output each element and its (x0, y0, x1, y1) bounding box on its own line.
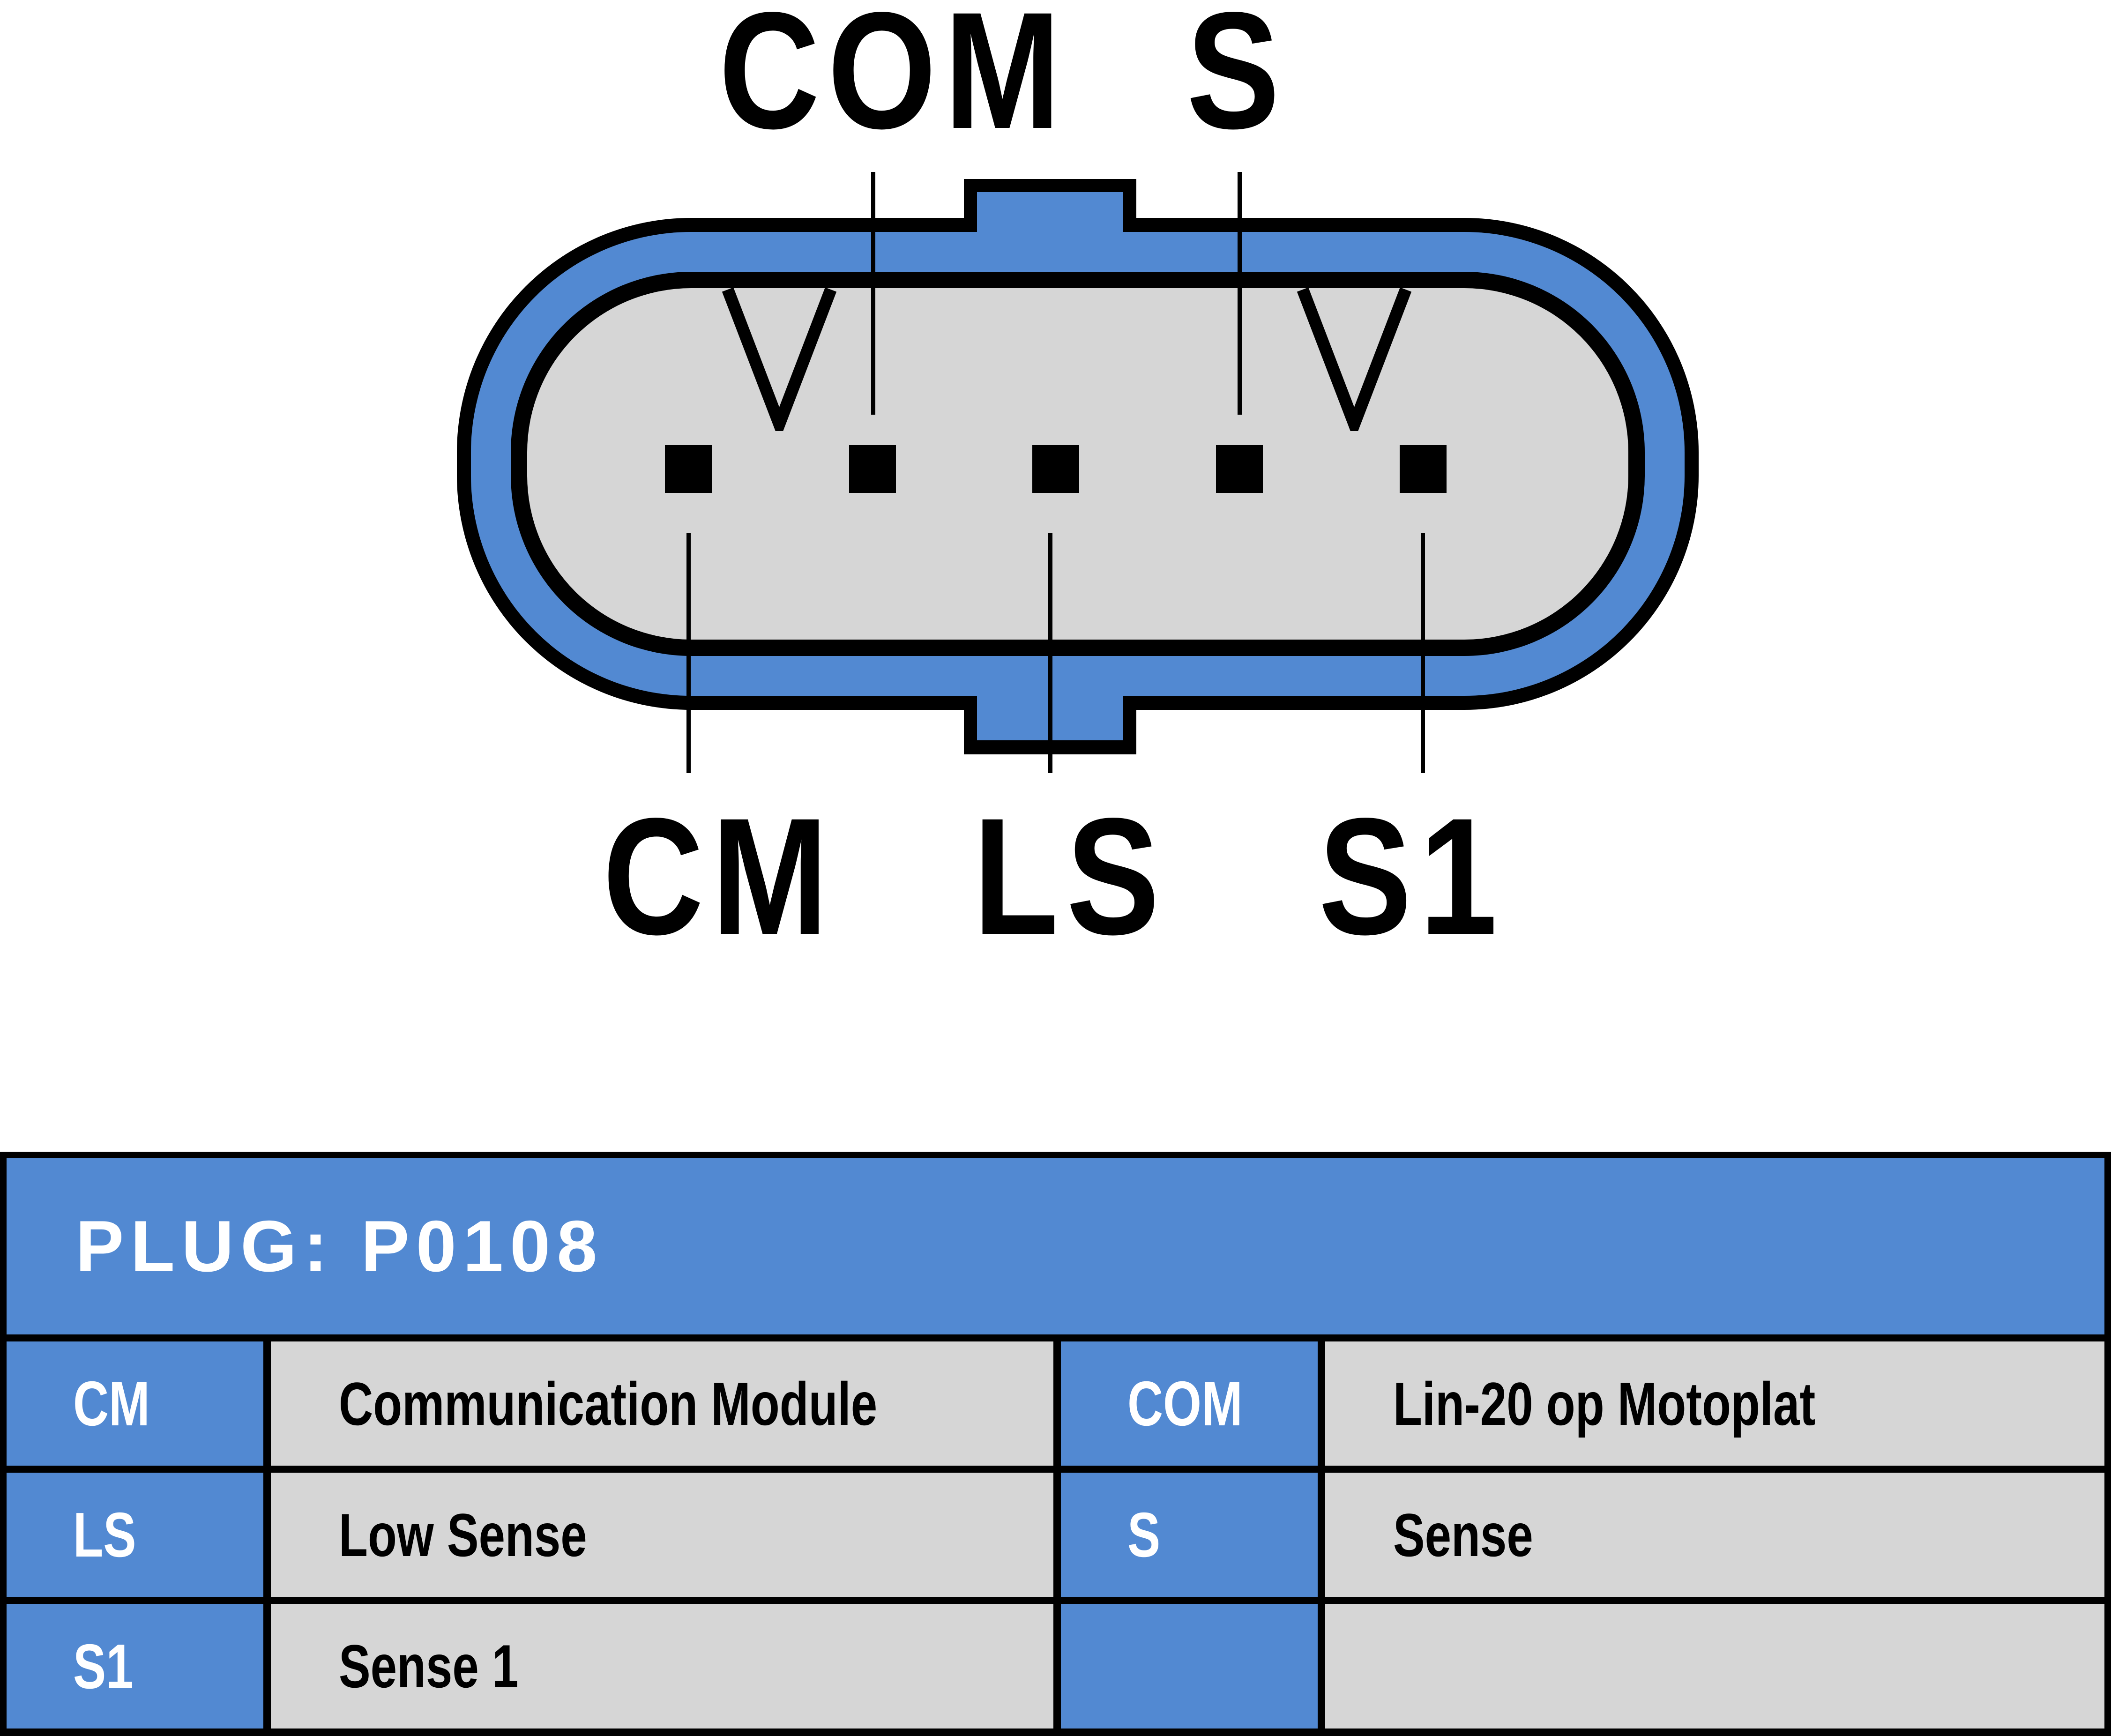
pin-description-cell: Low Sense (271, 1473, 1053, 1597)
pin-code-cell: CM (7, 1341, 263, 1466)
pin-code-cell (1061, 1604, 1318, 1729)
plug-table-header: PLUG: P0108 (7, 1158, 2104, 1334)
plug-spec-table: PLUG: P0108 CM Communication Module COM … (0, 1152, 2111, 1736)
pin-label-com: COM (719, 0, 1069, 164)
leader-line-cm (686, 533, 691, 773)
pin-code-cell: COM (1061, 1341, 1318, 1466)
pin-code-cell: S (1061, 1473, 1318, 1597)
leader-line-s (1238, 172, 1242, 415)
pin-terminal-com (849, 445, 896, 493)
keying-notch-right (1297, 287, 1412, 431)
leader-line-s1 (1421, 533, 1425, 773)
keying-notch-left (722, 287, 837, 431)
pin-label-cm: CM (603, 784, 836, 969)
pin-terminal-s (1216, 445, 1263, 493)
plug-table-title: PLUG: P0108 (75, 1206, 604, 1287)
pin-label-ls: LS (973, 784, 1168, 969)
leader-line-ls (1048, 533, 1052, 773)
pin-description-cell (1325, 1604, 2104, 1729)
leader-line-com (871, 172, 875, 415)
pin-description-cell: Sense 1 (271, 1604, 1053, 1729)
pin-code-cell: S1 (7, 1604, 263, 1729)
pin-label-s1: S1 (1318, 784, 1506, 969)
pin-terminal-s1 (1400, 445, 1447, 493)
pin-terminal-ls (1032, 445, 1079, 493)
pin-description-cell: Lin-20 op Motoplat (1325, 1341, 2104, 1466)
pin-code-cell: LS (7, 1473, 263, 1597)
pin-description-cell: Sense (1325, 1473, 2104, 1597)
pin-label-s: S (1186, 0, 1288, 164)
pin-description-cell: Communication Module (271, 1341, 1053, 1466)
pin-terminal-cm (665, 445, 712, 493)
